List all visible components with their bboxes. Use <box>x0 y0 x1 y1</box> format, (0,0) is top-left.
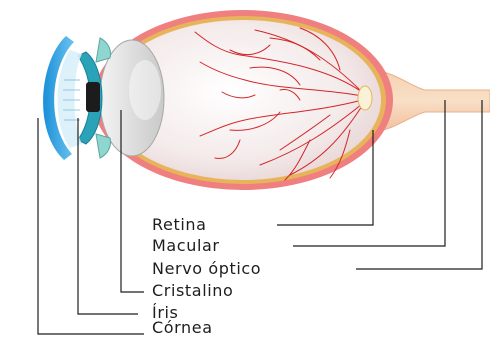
label-retina: Retina <box>152 215 207 235</box>
pupil <box>86 82 100 112</box>
optic-disc <box>358 86 372 110</box>
label-lens: Cristalino <box>152 281 233 301</box>
label-optic-nerve: Nervo óptico <box>152 259 261 279</box>
label-macular: Macular <box>152 236 220 256</box>
label-cornea: Córnea <box>152 318 213 338</box>
